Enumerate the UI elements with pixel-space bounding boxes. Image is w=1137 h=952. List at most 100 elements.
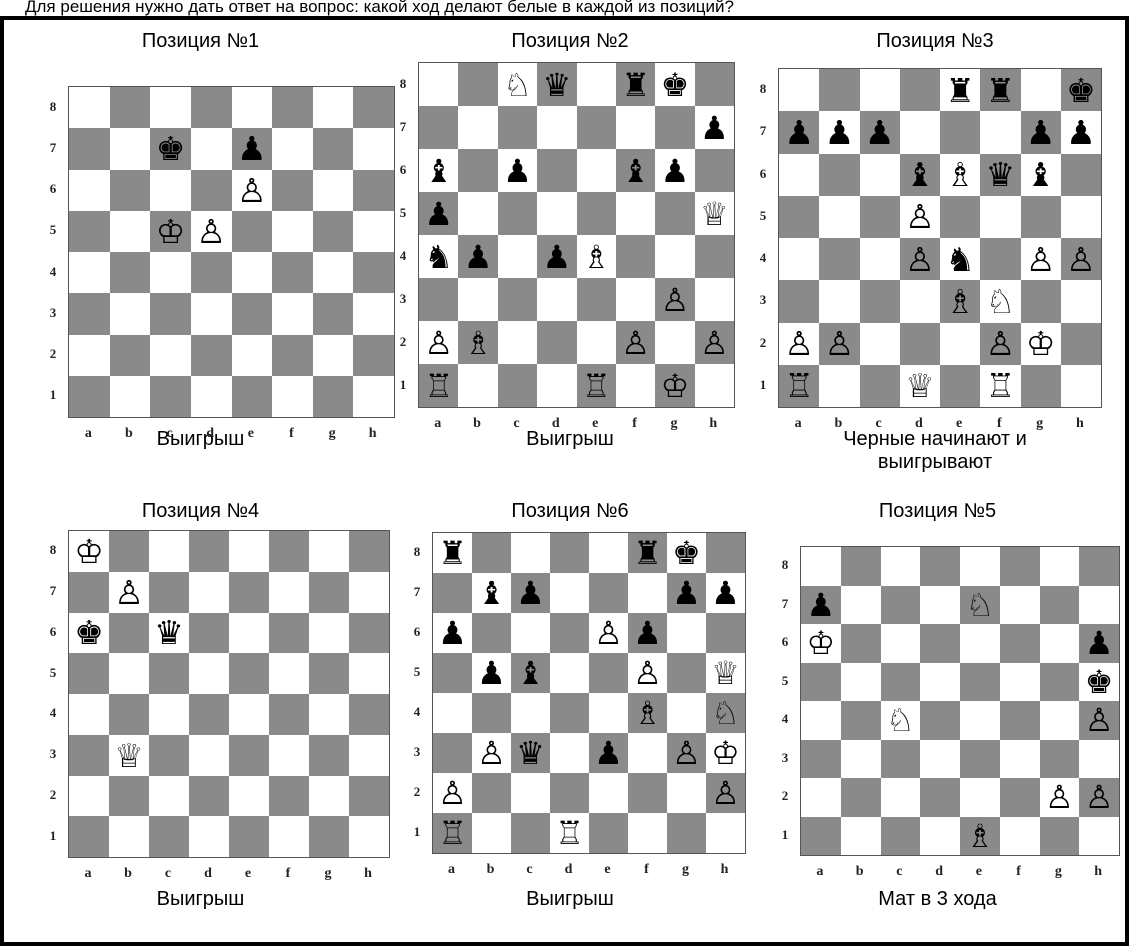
chess-piece-bP-icon: ♟ — [464, 241, 493, 273]
file-label: g — [318, 866, 338, 882]
file-label: h — [703, 416, 723, 432]
rank-label: 2 — [46, 346, 60, 362]
square-h8 — [706, 533, 745, 573]
chess-piece-bP-icon: ♟ — [1085, 627, 1114, 659]
square-g8 — [1021, 69, 1061, 111]
square-b6 — [458, 149, 497, 192]
square-g5 — [667, 653, 706, 693]
square-a2: ♙ — [433, 773, 472, 813]
file-label: e — [585, 416, 605, 432]
square-b5: ♟ — [472, 653, 511, 693]
square-e8 — [589, 533, 628, 573]
square-f6 — [269, 613, 309, 654]
square-d1: ♕ — [900, 365, 940, 407]
square-h3 — [349, 735, 389, 776]
square-g7 — [1040, 586, 1080, 625]
square-g8 — [309, 531, 349, 572]
chess-piece-bQ-icon: ♛ — [542, 69, 571, 101]
rank-label: 7 — [778, 596, 792, 612]
rank-label: 6 — [778, 634, 792, 650]
square-g5 — [655, 192, 694, 235]
square-e1: ♗ — [960, 817, 1000, 856]
file-label: e — [238, 866, 258, 882]
square-f2 — [269, 776, 309, 817]
file-label: f — [989, 416, 1009, 432]
square-b5 — [110, 211, 151, 252]
square-d3 — [550, 733, 589, 773]
square-h1 — [706, 813, 745, 853]
square-a6: ♔ — [801, 624, 841, 663]
chess-piece-bP-icon: ♟ — [672, 577, 701, 609]
square-g1: ♔ — [655, 364, 694, 407]
square-a7 — [419, 106, 458, 149]
square-a1: ♖ — [419, 364, 458, 407]
square-c6: ♛ — [149, 613, 189, 654]
chess-piece-wQ-icon: ♕ — [711, 657, 740, 689]
chess-piece-wP-icon: ♙ — [633, 657, 662, 689]
chess-piece-bP-icon: ♟ — [700, 112, 729, 144]
chess-piece-wP-icon: ♙ — [784, 327, 814, 360]
square-f1 — [1000, 817, 1040, 856]
square-h7 — [353, 128, 394, 169]
square-a6: ♝ — [419, 149, 458, 192]
square-a2: ♙ — [419, 321, 458, 364]
chess-piece-wR-icon: ♖ — [986, 369, 1016, 402]
file-label: h — [1070, 416, 1090, 432]
square-a4 — [779, 238, 819, 280]
square-a2: ♙ — [779, 323, 819, 365]
chess-piece-wQ-icon: ♕ — [700, 198, 729, 230]
square-g5 — [309, 653, 349, 694]
square-h4: ♘ — [706, 693, 745, 733]
square-g6 — [313, 170, 354, 211]
chess-piece-wN-icon: ♘ — [986, 285, 1016, 318]
square-b5 — [819, 196, 859, 238]
square-d7 — [900, 111, 940, 153]
square-h4 — [695, 235, 734, 278]
caption-line: Выигрыш — [390, 888, 750, 911]
caption-line: выигрывают — [755, 451, 1115, 474]
square-d7 — [550, 573, 589, 613]
square-g2 — [667, 773, 706, 813]
file-label: h — [715, 862, 735, 878]
file-label: a — [428, 416, 448, 432]
square-a8: ♜ — [433, 533, 472, 573]
square-d8 — [550, 533, 589, 573]
file-label: g — [1048, 864, 1068, 880]
square-e8 — [229, 531, 269, 572]
square-b4 — [841, 701, 881, 740]
square-b7 — [110, 128, 151, 169]
square-f3: ♘ — [980, 280, 1020, 322]
square-d4: ♙ — [900, 238, 940, 280]
file-label: b — [119, 426, 139, 442]
file-label: b — [828, 416, 848, 432]
square-h8 — [353, 87, 394, 128]
square-a6 — [779, 154, 819, 196]
square-f3 — [269, 735, 309, 776]
square-d8 — [920, 547, 960, 586]
rank-label: 8 — [46, 99, 60, 115]
rank-label: 4 — [410, 704, 424, 720]
square-e2 — [940, 323, 980, 365]
chess-piece-wP-icon: ♙ — [711, 777, 740, 809]
caption-line: Выигрыш — [28, 888, 373, 911]
chess-piece-bP-icon: ♟ — [594, 737, 623, 769]
square-c4 — [860, 238, 900, 280]
square-d6: ♝ — [900, 154, 940, 196]
square-b6 — [819, 154, 859, 196]
chess-piece-bP-icon: ♟ — [237, 132, 267, 165]
square-h1 — [349, 816, 389, 857]
rank-label: 2 — [46, 787, 60, 803]
square-g5 — [313, 211, 354, 252]
square-c4: ♘ — [881, 701, 921, 740]
square-f8 — [269, 531, 309, 572]
square-d2 — [920, 778, 960, 817]
square-b2 — [472, 773, 511, 813]
square-b3 — [819, 280, 859, 322]
square-b3 — [110, 293, 151, 334]
square-d2 — [550, 773, 589, 813]
square-f2: ♙ — [980, 323, 1020, 365]
square-a8 — [779, 69, 819, 111]
square-g7 — [655, 106, 694, 149]
square-f6: ♛ — [980, 154, 1020, 196]
square-a5 — [69, 653, 109, 694]
